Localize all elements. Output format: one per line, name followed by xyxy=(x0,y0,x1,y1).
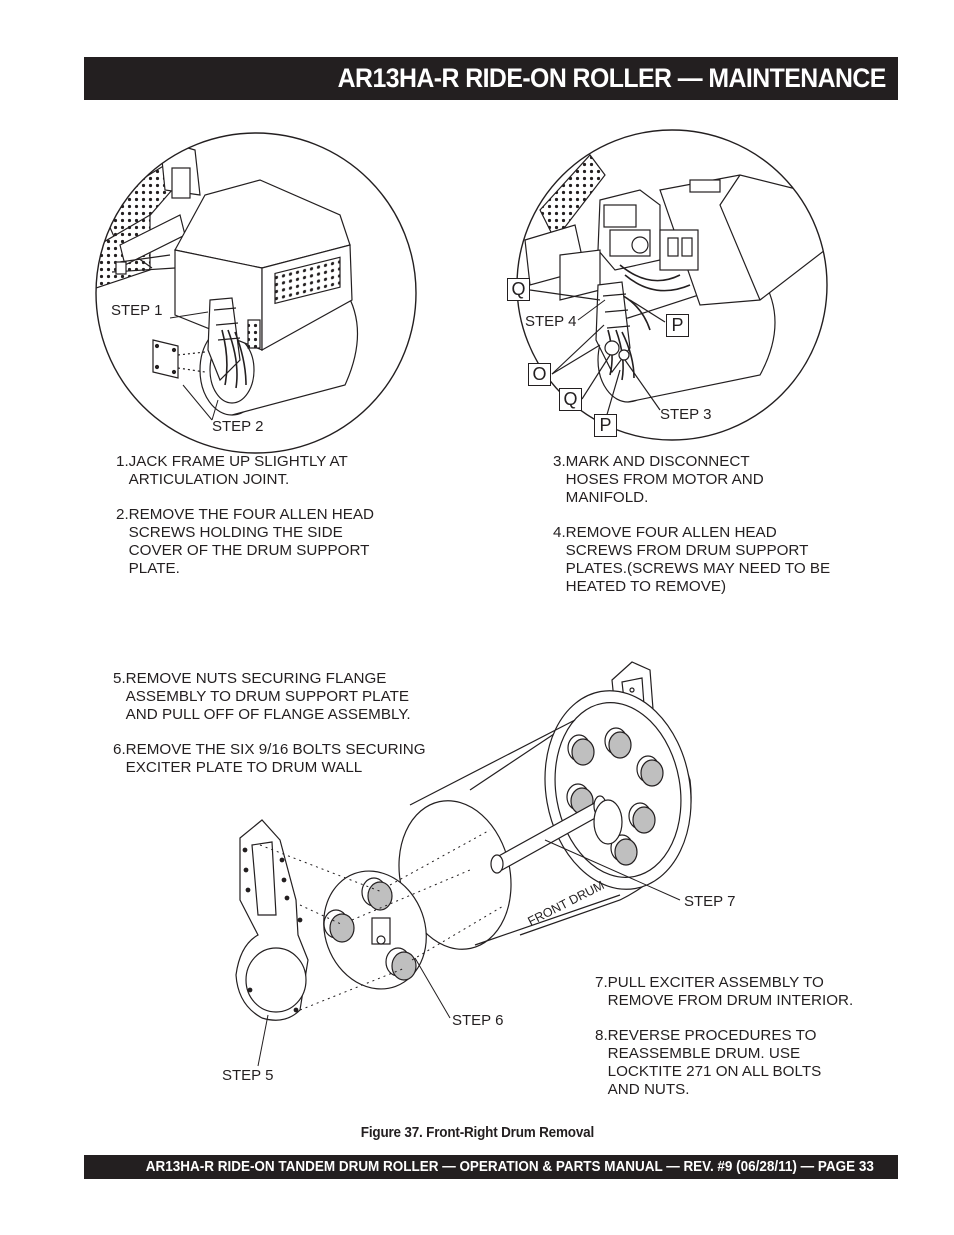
step-4-label: STEP 4 xyxy=(525,313,577,330)
hose-label-p-right: P xyxy=(666,314,689,337)
instruction-number: 5. xyxy=(113,670,126,687)
instructions-steps-1-2: 1. JACK FRAME UP SLIGHTLY AT ARTICULATIO… xyxy=(116,453,374,595)
instruction-number: 6. xyxy=(113,741,126,759)
instruction-item: 7. PULL EXCITER ASSEMBLY TO REMOVE FROM … xyxy=(595,974,853,1010)
hose-label-q-top: Q xyxy=(507,278,530,301)
footer-text: AR13HA-R RIDE-ON TANDEM DRUM ROLLER — OP… xyxy=(145,1159,874,1175)
instructions-steps-3-4: 3. MARK AND DISCONNECT HOSES FROM MOTOR … xyxy=(553,453,830,613)
instructions-steps-7-8: 7. PULL EXCITER ASSEMBLY TO REMOVE FROM … xyxy=(595,974,853,1116)
page-title: AR13HA-R RIDE-ON ROLLER — MAINTENANCE xyxy=(337,63,887,93)
instruction-number: 4. xyxy=(553,524,566,542)
instruction-item: 3. MARK AND DISCONNECT HOSES FROM MOTOR … xyxy=(553,453,830,506)
instruction-item: 2. REMOVE THE FOUR ALLEN HEAD SCREWS HOL… xyxy=(116,506,374,577)
instruction-number: 3. xyxy=(553,453,566,470)
instruction-text: JACK FRAME UP SLIGHTLY AT ARTICULATION J… xyxy=(128,453,348,488)
step-3-4-detail-view xyxy=(516,129,828,441)
instruction-text: REMOVE NUTS SECURING FLANGE ASSEMBLY TO … xyxy=(125,670,411,723)
figure-caption-text: Figure 37. Front-Right Drum Removal xyxy=(360,1125,594,1141)
instructions-steps-5-6: 5. REMOVE NUTS SECURING FLANGE ASSEMBLY … xyxy=(113,670,426,795)
step-3-label: STEP 3 xyxy=(660,406,712,423)
figure-caption: Figure 37. Front-Right Drum Removal xyxy=(0,1125,954,1141)
hose-label-o: O xyxy=(528,363,551,386)
step-2-label: STEP 2 xyxy=(212,418,264,435)
hose-label-q-lower: Q xyxy=(559,388,582,411)
step-5-label: STEP 5 xyxy=(222,1067,274,1084)
instruction-text: REMOVE THE SIX 9/16 BOLTS SECURING EXCIT… xyxy=(125,741,426,776)
instruction-number: 2. xyxy=(116,506,129,524)
instruction-text: REMOVE FOUR ALLEN HEAD SCREWS FROM DRUM … xyxy=(565,524,831,595)
instruction-item: 4. REMOVE FOUR ALLEN HEAD SCREWS FROM DR… xyxy=(553,524,830,595)
instruction-text: REVERSE PROCEDURES TO REASSEMBLE DRUM. U… xyxy=(607,1027,822,1098)
instruction-number: 1. xyxy=(116,453,129,470)
instruction-item: 8. REVERSE PROCEDURES TO REASSEMBLE DRUM… xyxy=(595,1027,853,1098)
step-6-label: STEP 6 xyxy=(452,1012,504,1029)
instruction-number: 7. xyxy=(595,974,608,991)
page-header: AR13HA-R RIDE-ON ROLLER — MAINTENANCE xyxy=(84,57,898,100)
instruction-text: REMOVE THE FOUR ALLEN HEAD SCREWS HOLDIN… xyxy=(128,506,374,577)
instruction-text: PULL EXCITER ASSEMBLY TO REMOVE FROM DRU… xyxy=(607,974,854,1009)
instruction-item: 1. JACK FRAME UP SLIGHTLY AT ARTICULATIO… xyxy=(116,453,374,489)
page-footer: AR13HA-R RIDE-ON TANDEM DRUM ROLLER — OP… xyxy=(84,1155,898,1179)
exploded-drum-view xyxy=(235,661,692,1067)
step-7-label: STEP 7 xyxy=(684,893,736,910)
step-1-label: STEP 1 xyxy=(111,302,163,319)
step-1-2-detail-view xyxy=(95,132,417,454)
instruction-text: MARK AND DISCONNECT HOSES FROM MOTOR AND… xyxy=(565,453,764,506)
instruction-number: 8. xyxy=(595,1027,608,1045)
instruction-item: 6. REMOVE THE SIX 9/16 BOLTS SECURING EX… xyxy=(113,741,426,777)
hose-label-p-lower: P xyxy=(594,414,617,437)
instruction-item: 5. REMOVE NUTS SECURING FLANGE ASSEMBLY … xyxy=(113,670,426,723)
